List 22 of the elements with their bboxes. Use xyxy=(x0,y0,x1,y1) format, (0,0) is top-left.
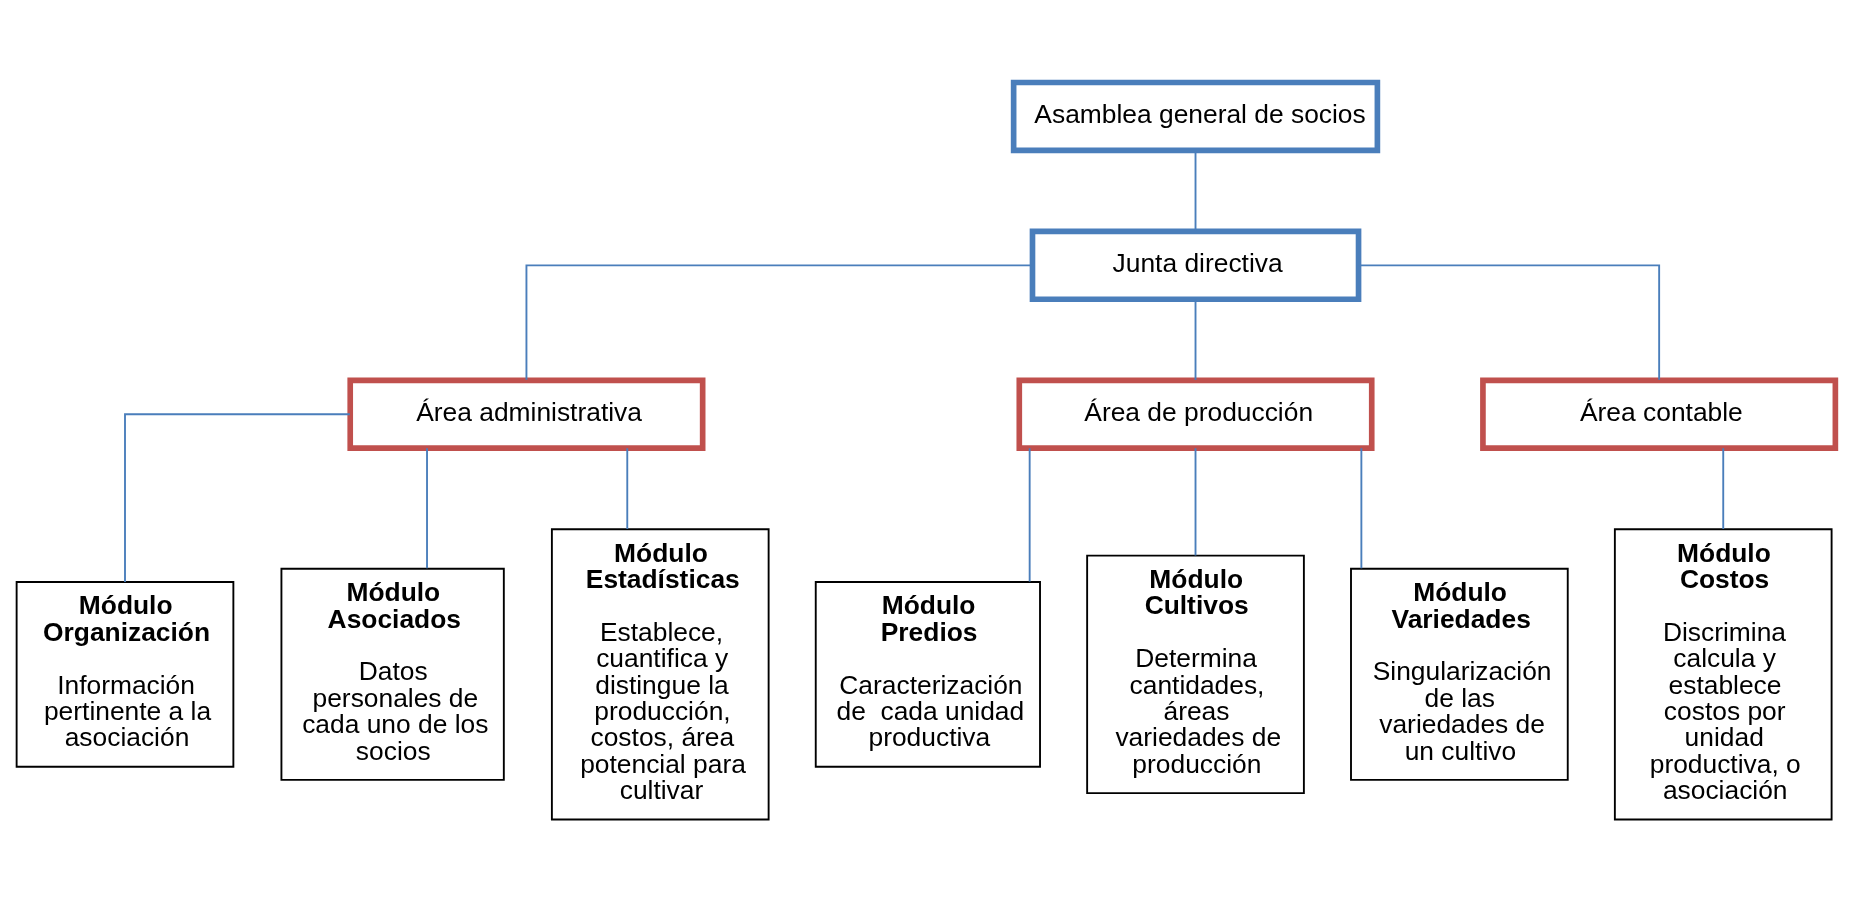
node-box: Área contable xyxy=(1480,377,1839,451)
node-box: Módulo Cultivos Determina cantidades, áreas variedades de producción xyxy=(1086,554,1305,795)
node-box: Junta directiva xyxy=(1029,228,1362,303)
node-box: Módulo Costos Discrimina calcula y establece costos por unidad productiva, o asociación xyxy=(1613,528,1833,821)
node-box: Área de producción xyxy=(1016,377,1375,451)
node-box: Módulo Predios Caracterización de cada unidad productiva xyxy=(814,581,1041,768)
connector xyxy=(124,413,351,583)
node-box: Módulo Asociados Datos personales de cada uno de los socios xyxy=(280,567,505,781)
connector xyxy=(1360,447,1363,570)
connector xyxy=(1194,447,1197,557)
node-box: Módulo Variedades Singularización de las variedades de un cultivo xyxy=(1350,567,1569,781)
connector xyxy=(626,447,629,530)
connector xyxy=(1358,264,1661,381)
node-box: Área administrativa xyxy=(347,377,706,451)
connector xyxy=(1194,150,1197,232)
connector xyxy=(1028,447,1031,583)
connector xyxy=(525,264,1033,381)
connector xyxy=(426,447,428,570)
connector xyxy=(1722,447,1725,530)
node-box: Asamblea general de socios xyxy=(1010,79,1381,154)
node-box: Módulo Estadísticas Establece, cuantifica y distingue la producción, costos, área potencial para cultivar xyxy=(550,528,770,821)
node-box: Módulo Organización Información pertinente a la asociación xyxy=(15,581,235,768)
